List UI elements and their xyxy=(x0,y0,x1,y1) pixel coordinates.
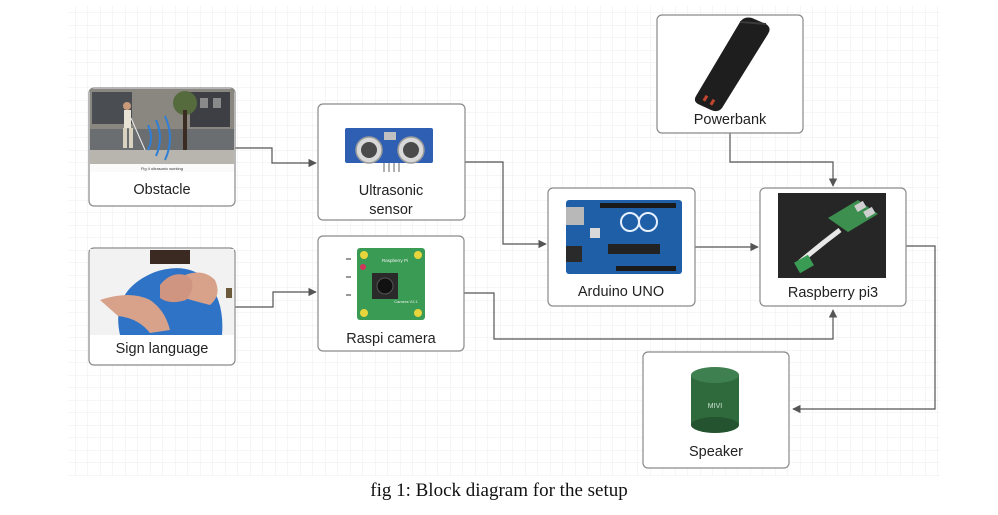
powerbank-label: Powerbank xyxy=(694,112,767,128)
node-raspi-camera: Raspberry Pi Camera V2.1 Raspi camera xyxy=(317,235,465,352)
raspi-camera-label: Raspi camera xyxy=(346,331,436,347)
edge-sign-camera xyxy=(235,287,317,308)
edge-ultrasonic-arduino xyxy=(465,161,547,249)
edge-powerbank-rpi xyxy=(729,133,838,187)
speaker-image: MIVI xyxy=(691,367,739,433)
arduino-uno-image xyxy=(566,200,682,274)
speaker-brand-text: MIVI xyxy=(708,403,722,410)
node-powerbank: Powerbank xyxy=(656,14,804,134)
obstacle-image: Fig 4 ultrasonic working xyxy=(90,89,234,172)
edge-camera-rpi xyxy=(464,292,838,340)
figure-caption: fig 1: Block diagram for the setup xyxy=(370,480,628,501)
ultrasonic-label-line1: Ultrasonic xyxy=(359,183,423,199)
raspberry-pi-image xyxy=(778,193,886,278)
connectors xyxy=(235,133,936,414)
node-arduino-uno: Arduino UNO xyxy=(547,187,696,307)
sign-language-label: Sign language xyxy=(116,341,209,357)
arduino-label: Arduino UNO xyxy=(578,284,664,300)
node-raspberry-pi3: Raspberry pi3 xyxy=(759,187,907,307)
camera-brand-text: Raspberry Pi xyxy=(382,258,408,263)
edge-rpi-speaker xyxy=(792,245,936,414)
node-sign-language: Sign language xyxy=(88,247,236,366)
obstacle-label: Obstacle xyxy=(133,182,190,198)
node-obstacle: Fig 4 ultrasonic working Obstacle xyxy=(88,87,236,207)
node-ultrasonic-sensor: Ultrasonic sensor xyxy=(317,103,466,221)
node-speaker: MIVI Speaker xyxy=(642,351,790,469)
ultrasonic-label-line2: sensor xyxy=(369,202,413,218)
camera-version-text: Camera V2.1 xyxy=(394,299,418,304)
ultrasonic-sensor-image xyxy=(345,128,433,172)
raspberry-pi-label: Raspberry pi3 xyxy=(788,285,878,301)
obstacle-image-caption: Fig 4 ultrasonic working xyxy=(141,166,183,171)
raspi-camera-image: Raspberry Pi Camera V2.1 xyxy=(346,248,425,320)
edge-obstacle-ultrasonic xyxy=(235,147,317,168)
powerbank-image xyxy=(694,17,770,112)
speaker-label: Speaker xyxy=(689,444,743,460)
sign-language-image xyxy=(90,249,234,335)
